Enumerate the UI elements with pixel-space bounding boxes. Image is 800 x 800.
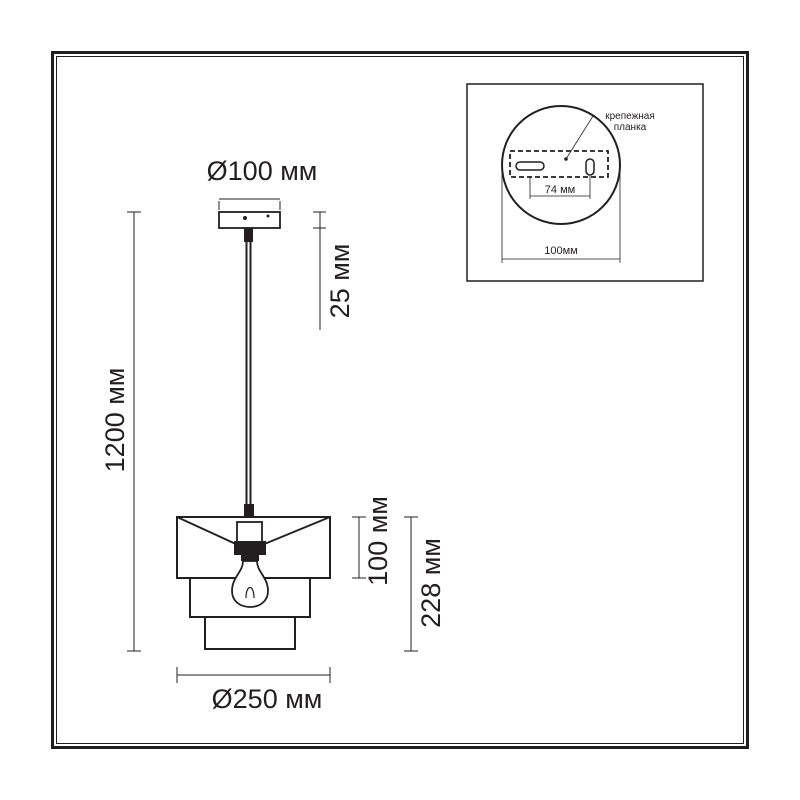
lamp-cord-grip [244, 228, 253, 242]
inset-leader-line [565, 115, 594, 160]
inset-label-plate-line2: планка [614, 122, 647, 133]
inset-box [466, 83, 704, 282]
inset-canopy-circle [501, 105, 621, 225]
inset-slot-right [585, 158, 595, 176]
label-shade-diameter: Ø250 мм [212, 684, 323, 714]
inset-label-plate-line1: крепежная [605, 111, 655, 122]
inset-label-canopy-width: 100мм [544, 245, 577, 257]
drawing-frame-outer [51, 51, 749, 749]
lamp-cord-end [244, 504, 254, 518]
lamp-bulb [231, 560, 269, 608]
lamp-shade-bottom-tier [204, 616, 296, 650]
drawing-frame-inner [56, 56, 744, 744]
label-canopy-diameter: Ø100 мм [207, 156, 318, 186]
lamp-socket [236, 521, 263, 543]
inset-label-slot-spacing: 74 мм [545, 184, 575, 196]
inset-mounting-plate [509, 150, 609, 178]
label-shade-total-height: 228 мм [416, 538, 446, 628]
label-canopy-height: 25 мм [325, 244, 355, 319]
label-total-height: 1200 мм [100, 368, 130, 473]
inset-slot-left [515, 161, 545, 171]
label-shade-inner-height: 100 мм [363, 496, 393, 586]
lamp-canopy [218, 211, 281, 229]
